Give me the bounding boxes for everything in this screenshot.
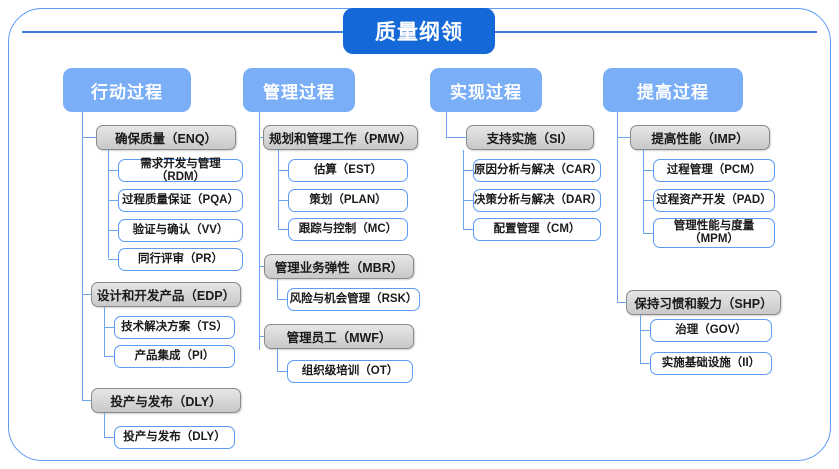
leaf-box-cm[interactable]: 配置管理（CM） [473,218,601,241]
leaf-box-pr[interactable]: 同行评审（PR） [118,248,243,271]
leaf-box-pqa[interactable]: 过程质量保证（PQA） [118,189,243,212]
connector-branch-pmw [278,150,280,229]
leaf-box-pad[interactable]: 过程资产开发（PAD） [653,189,775,212]
connector-mwf-item1 [277,371,287,373]
connector-enq-item2 [108,200,118,202]
connector-trunk-col3 [446,112,448,137]
column-header-1[interactable]: 行动过程 [63,68,191,112]
leaf-box-ot[interactable]: 组织级培训（OT） [287,360,413,383]
connector-shp-item2 [640,363,650,365]
connector-col1-grp2 [82,294,91,296]
group-box-enq[interactable]: 确保质量（ENQ） [96,125,236,150]
leaf-box-dar[interactable]: 决策分析与解决（DAR） [473,189,602,212]
connector-enq-item3 [108,230,118,232]
group-box-edp[interactable]: 设计和开发产品（EDP） [91,282,241,307]
connector-trunk-col4 [617,112,619,302]
connector-imp-item1 [643,170,653,172]
group-box-mbr[interactable]: 管理业务弹性（MBR） [264,254,414,279]
group-box-si[interactable]: 支持实施（SI） [466,125,594,150]
connector-pmw-item1 [278,170,288,172]
column-header-3[interactable]: 实现过程 [430,68,542,112]
connector-mbr-item1 [277,299,287,301]
leaf-box-vv[interactable]: 验证与确认（VV） [118,219,243,242]
connector-pmw-item3 [278,229,288,231]
connector-shp-item1 [640,330,650,332]
connector-col2-grp2 [259,266,264,268]
connector-si-item3 [463,229,473,231]
connector-si-item1 [463,170,473,172]
connector-dly-item1 [104,437,114,439]
leaf-box-pcm[interactable]: 过程管理（PCM） [653,159,775,182]
leaf-box-car[interactable]: 原因分析与解决（CAR） [473,159,602,182]
connector-col4-grp2 [617,302,626,304]
connector-branch-si [463,150,465,229]
connector-branch-mbr [277,279,279,300]
group-box-pmw[interactable]: 规划和管理工作（PMW） [263,125,418,150]
connector-branch-enq [108,150,110,258]
leaf-box-plan[interactable]: 策划（PLAN） [288,189,408,212]
connector-col3-grp1 [446,137,466,139]
connector-trunk-col2 [259,112,261,350]
column-header-2[interactable]: 管理过程 [243,68,355,112]
connector-branch-dly [104,413,106,438]
connector-edp-item1 [104,327,114,329]
leaf-box-dly-item[interactable]: 投产与发布（DLY） [114,426,235,449]
leaf-box-mc[interactable]: 跟踪与控制（MC） [288,218,408,241]
connector-col1-grp3 [82,400,91,402]
connector-enq-item4 [108,259,118,261]
connector-trunk-col1 [82,112,84,400]
connector-imp-item2 [643,200,653,202]
connector-col2-grp3 [259,336,264,338]
diagram-title: 质量纲领 [343,8,495,54]
connector-col2-grp1 [259,137,263,139]
connector-col4-grp1 [617,137,630,139]
connector-pmw-item2 [278,200,288,202]
connector-branch-shp [640,315,642,364]
connector-col1-grp1 [82,137,96,139]
leaf-box-pi[interactable]: 产品集成（PI） [114,345,235,368]
connector-imp-item3 [643,233,653,235]
connector-branch-imp [643,150,645,233]
connector-edp-item2 [104,356,114,358]
leaf-box-rsk[interactable]: 风险与机会管理（RSK） [287,288,420,311]
leaf-box-ii[interactable]: 实施基础设施（II） [650,352,772,375]
connector-enq-item1 [108,170,118,172]
connector-branch-edp [104,307,106,356]
leaf-box-gov[interactable]: 治理（GOV） [650,319,772,342]
leaf-box-est[interactable]: 估算（EST） [288,159,408,182]
group-box-shp[interactable]: 保持习惯和毅力（SHP） [626,290,781,315]
group-box-mwf[interactable]: 管理员工（MWF） [264,324,414,349]
group-box-imp[interactable]: 提高性能（IMP） [630,125,770,150]
leaf-box-mpm[interactable]: 管理性能与度量 （MPM） [653,218,775,248]
leaf-box-ts[interactable]: 技术解决方案（TS） [114,316,235,339]
leaf-box-rdm[interactable]: 需求开发与管理（RDM） [118,158,243,183]
connector-branch-mwf [277,349,279,372]
column-header-4[interactable]: 提高过程 [603,68,743,112]
group-box-dly[interactable]: 投产与发布（DLY） [91,388,241,413]
connector-si-item2 [463,200,473,202]
